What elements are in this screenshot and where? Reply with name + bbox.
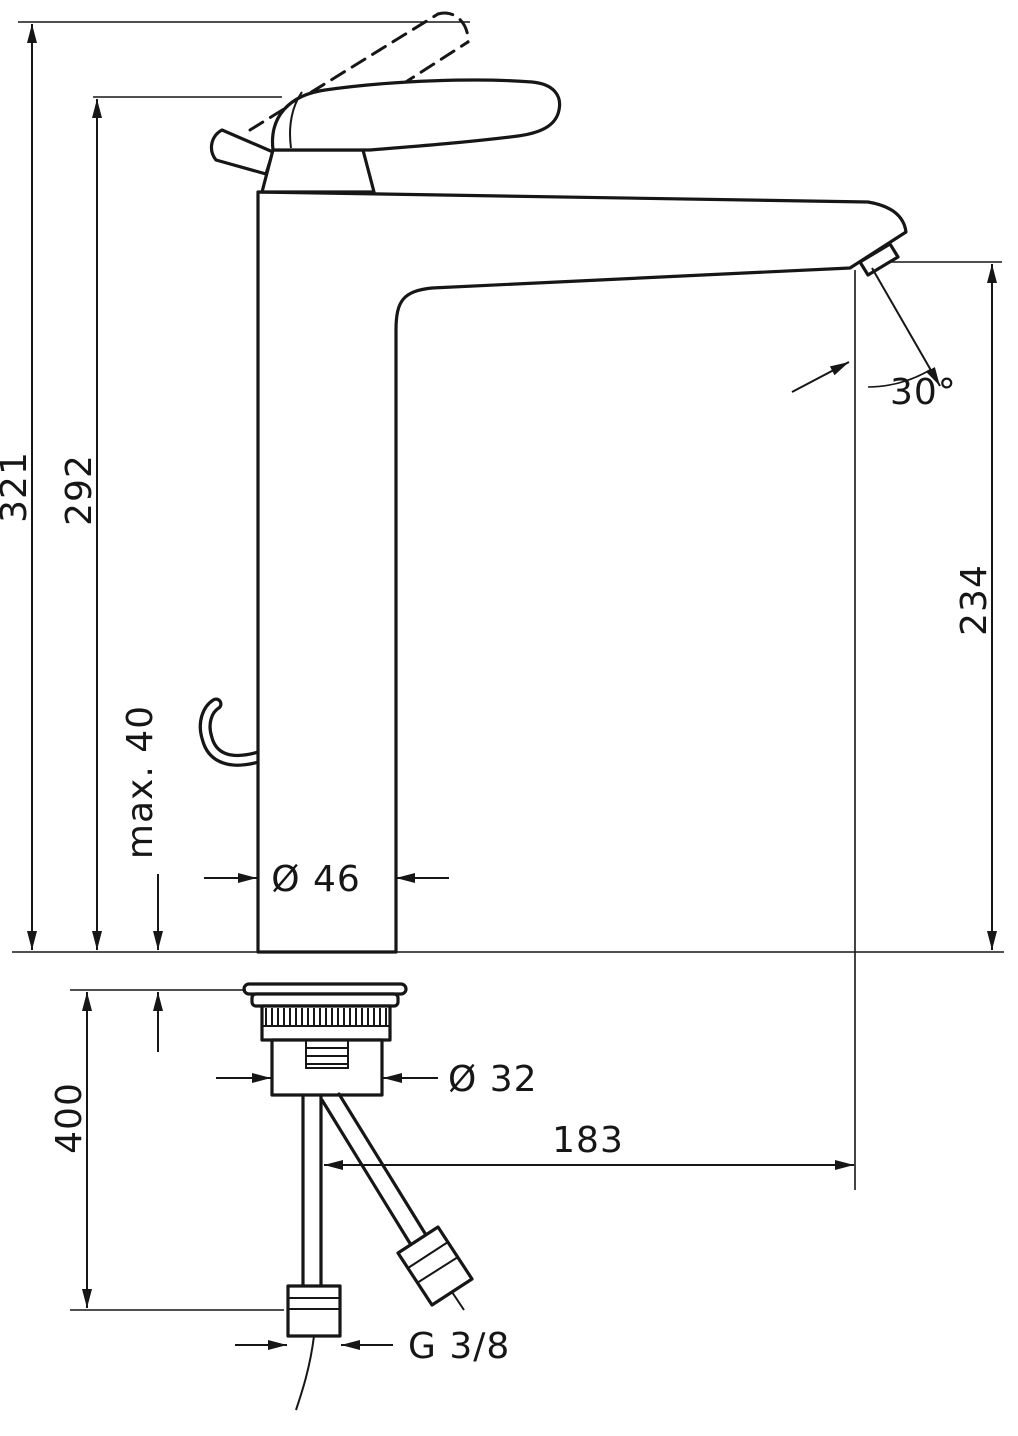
label-reach: 183: [552, 1120, 624, 1161]
label-outlet-angle: 30°: [890, 372, 957, 413]
straight-hose-nut: [286, 1284, 342, 1338]
straight-hose-nut-bands: [288, 1297, 340, 1310]
label-overall-height: 321: [0, 451, 35, 523]
label-max-mounting: max. 40: [120, 705, 161, 859]
label-body-height: 292: [59, 454, 100, 526]
angled-hose-tail: [451, 1291, 465, 1311]
handle-tail: [209, 128, 275, 176]
supply-hoses: [286, 1092, 474, 1411]
extension-lines: [12, 21, 1004, 1311]
faucet-body-spout: [256, 190, 908, 954]
handle-seam: [289, 91, 303, 149]
handle-lever: [270, 78, 562, 152]
angled-hose-left-edge: [320, 1098, 413, 1247]
leader-outlet-angle: [791, 361, 850, 393]
handle-collar: [260, 148, 376, 194]
drain-lever: [198, 697, 269, 767]
straight-hose-tail: [295, 1335, 315, 1411]
angle-arc: [867, 369, 931, 388]
angled-hose-nut-bands: [407, 1241, 459, 1284]
aerator: [858, 242, 900, 277]
dashed-lever-endcap: [436, 11, 470, 44]
lever-handle: [209, 78, 562, 194]
fixing-stud: [305, 1039, 349, 1069]
shank-threads: [265, 1008, 387, 1026]
dimension-labels: 321 292 234 max. 40 400 Ø 46 Ø 32 183 G …: [0, 372, 995, 1367]
label-thread: G 3/8: [408, 1326, 510, 1367]
fixing-stud-threads: [306, 1047, 348, 1065]
base-washer: [250, 992, 400, 1008]
label-hose-length: 400: [49, 1082, 90, 1154]
drain-lever-inner: [201, 700, 266, 764]
dim-line-outlet-angle: [871, 267, 941, 387]
label-outlet-height: 234: [954, 564, 995, 636]
mounting-hardware: [242, 982, 408, 1097]
label-shank-diameter: Ø 32: [448, 1059, 538, 1100]
angled-hose-nut: [396, 1225, 474, 1307]
dimension-lines: [27, 24, 997, 1350]
faucet-figure: [198, 11, 908, 1411]
label-body-diameter: Ø 46: [271, 859, 361, 900]
